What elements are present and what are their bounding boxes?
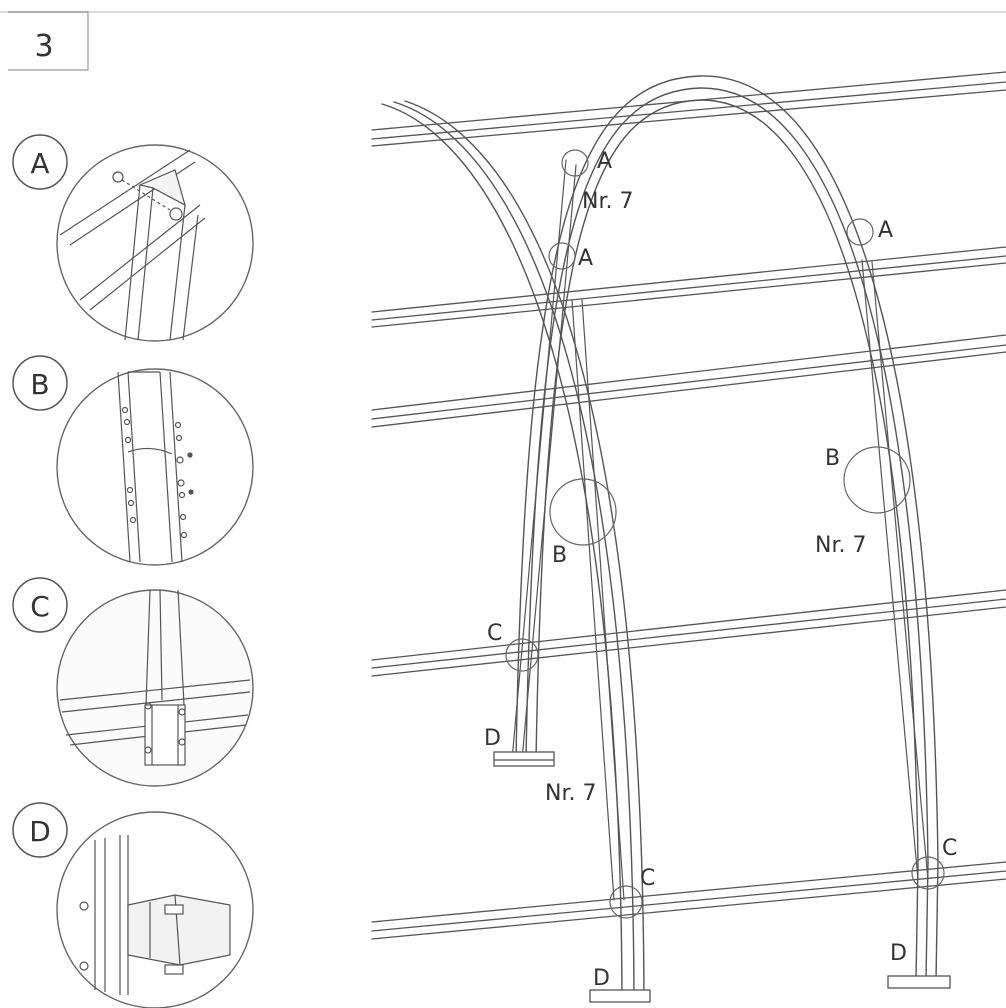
rail-third bbox=[371, 334, 1006, 428]
detail-b-circle bbox=[56, 368, 254, 566]
callout-nr7-right: Nr. 7 bbox=[815, 533, 866, 558]
marker-c-mid bbox=[609, 885, 643, 919]
detail-d-drawing bbox=[79, 835, 231, 995]
rail-fourth bbox=[371, 589, 1006, 677]
detail-a-circle bbox=[56, 144, 254, 342]
callout-d-right: D bbox=[890, 941, 907, 966]
callout-nr7-top: Nr. 7 bbox=[582, 189, 633, 214]
callout-nr7-bottom: Nr. 7 bbox=[545, 781, 596, 806]
detail-d-badge bbox=[12, 802, 68, 858]
marker-a1 bbox=[561, 149, 589, 177]
callout-a3: A bbox=[878, 218, 893, 243]
detail-c-letter: C bbox=[30, 590, 50, 623]
marker-c-right bbox=[911, 856, 945, 890]
callout-b-right: B bbox=[825, 446, 840, 471]
detail-d: D bbox=[12, 802, 254, 1008]
base-plate-left bbox=[493, 751, 555, 767]
callout-c-left: C bbox=[487, 621, 502, 646]
callout-a1: A bbox=[597, 149, 612, 174]
strut-left bbox=[511, 159, 625, 901]
step-number: 3 bbox=[34, 29, 53, 64]
base-plate-mid bbox=[589, 989, 651, 1003]
detail-c-circle bbox=[56, 589, 254, 787]
callout-labels: A Nr. 7 A A B B Nr. 7 C D Nr. 7 C C D D bbox=[484, 149, 957, 991]
rail-second bbox=[371, 246, 1006, 328]
detail-a-badge bbox=[12, 134, 68, 190]
detail-d-letter: D bbox=[29, 815, 51, 848]
callout-c-mid: C bbox=[640, 866, 655, 891]
strut-right bbox=[861, 259, 929, 881]
main-assembly bbox=[371, 71, 1006, 1003]
base-plate-right bbox=[887, 975, 951, 989]
rail-bottom bbox=[371, 861, 1006, 940]
marker-b-right bbox=[843, 446, 911, 514]
marker-a2 bbox=[548, 242, 576, 270]
callout-d-mid: D bbox=[593, 966, 610, 991]
callout-c-right: C bbox=[942, 836, 957, 861]
detail-c: C bbox=[12, 577, 254, 787]
detail-b-badge bbox=[12, 355, 68, 411]
detail-b: B bbox=[12, 355, 254, 566]
callout-d-left: D bbox=[484, 726, 501, 751]
detail-c-drawing bbox=[59, 589, 251, 766]
detail-c-badge bbox=[12, 577, 68, 633]
rail-top bbox=[371, 71, 1006, 147]
callout-b-left: B bbox=[552, 543, 567, 568]
marker-a3 bbox=[846, 218, 874, 246]
hoop-front bbox=[515, 75, 939, 863]
marker-b-left bbox=[549, 478, 617, 546]
hoop-front-legs bbox=[915, 861, 939, 981]
detail-a-letter: A bbox=[30, 147, 49, 180]
detail-markers bbox=[505, 149, 945, 919]
detail-b-drawing bbox=[117, 371, 194, 563]
detail-a-drawing bbox=[59, 149, 206, 341]
marker-c-left bbox=[505, 638, 539, 672]
step-number-box: 3 bbox=[8, 11, 89, 71]
detail-a: A bbox=[12, 134, 254, 342]
hoop-back bbox=[381, 100, 645, 1001]
callout-a2: A bbox=[578, 246, 593, 271]
detail-b-letter: B bbox=[30, 368, 49, 401]
